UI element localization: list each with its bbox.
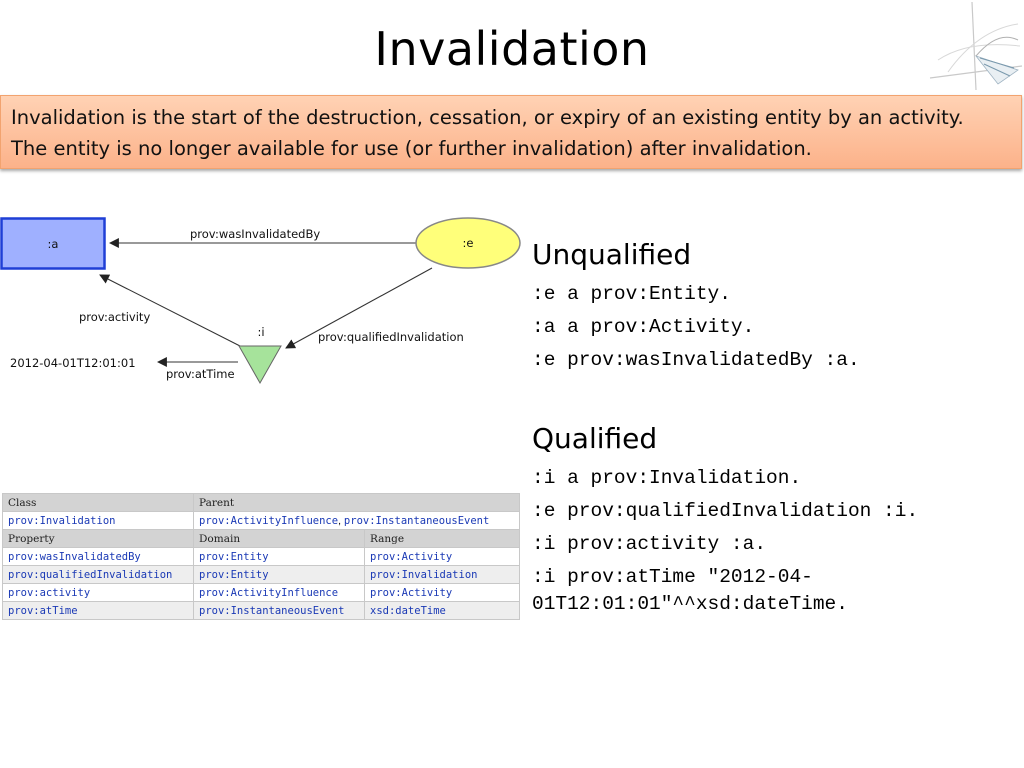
label-at-time: prov:atTime [166,367,235,381]
domain-header: Domain [193,529,365,548]
class-header-row: Class Parent [2,493,520,512]
qualified-heading: Qualified [532,422,658,455]
time-value: 2012-04-01T12:01:01 [10,356,136,370]
activity-node [0,217,106,270]
label-activity: prov:activity [79,310,150,324]
parent-cell: prov:ActivityInfluence, prov:Instantaneo… [193,511,520,530]
parent-separator: , [338,514,344,527]
range-cell[interactable]: prov:Invalidation [364,565,520,584]
class-cell[interactable]: prov:Invalidation [2,511,194,530]
table-row: prov:atTime prov:InstantaneousEvent xsd:… [2,601,520,620]
label-was-invalidated-by: prov:wasInvalidatedBy [190,227,320,241]
parent-link-1[interactable]: prov:ActivityInfluence [199,514,339,527]
domain-cell[interactable]: prov:Entity [193,565,365,584]
code-line: :i prov:activity :a. [532,533,767,555]
domain-cell[interactable]: prov:InstantaneousEvent [193,601,365,620]
entity-node [415,217,521,269]
prov-diagram: :a :e :i 2012-04-01T12:01:01 prov:wasInv… [0,217,521,385]
invalidation-node [238,345,282,385]
class-row: prov:Invalidation prov:ActivityInfluence… [2,511,520,530]
code-line: :e prov:wasInvalidatedBy :a. [532,349,860,371]
property-header: Property [2,529,194,548]
domain-cell[interactable]: prov:Entity [193,547,365,566]
code-line: :e a prov:Entity. [532,283,731,305]
slide-title: Invalidation [374,22,650,76]
definition-line-1: Invalidation is the start of the destruc… [11,106,964,129]
logo-icon [929,1,1023,91]
property-table: Class Parent prov:Invalidation prov:Acti… [2,493,520,620]
activity-node-label: :a [48,237,59,251]
invalidation-node-label: :i [257,325,264,339]
domain-cell[interactable]: prov:ActivityInfluence [193,583,365,602]
label-qualified-invalidation: prov:qualifiedInvalidation [318,330,464,344]
property-header-row: Property Domain Range [2,529,520,548]
unqualified-code: :e a prov:Entity. :a a prov:Activity. :e p… [532,281,860,374]
entity-node-label: :e [463,236,474,250]
code-line: :e prov:qualifiedInvalidation :i. [532,500,919,522]
table-row: prov:activity prov:ActivityInfluence pro… [2,583,520,602]
code-line: 01T12:01:01"^^xsd:dateTime. [532,593,848,615]
code-line: :i prov:atTime "2012-04- [532,566,813,588]
code-line: :i a prov:Invalidation. [532,467,802,489]
edge-activity [99,274,241,347]
range-cell[interactable]: xsd:dateTime [364,601,520,620]
property-cell[interactable]: prov:activity [2,583,194,602]
definition-line-2: The entity is no longer available for us… [11,137,812,160]
edge-qualified-invalidation [285,267,433,349]
unqualified-heading: Unqualified [532,238,692,271]
property-cell[interactable]: prov:qualifiedInvalidation [2,565,194,584]
range-cell[interactable]: prov:Activity [364,547,520,566]
parent-header: Parent [193,493,520,512]
property-cell[interactable]: prov:atTime [2,601,194,620]
class-header: Class [2,493,194,512]
table-row: prov:qualifiedInvalidation prov:Entity p… [2,565,520,584]
property-cell[interactable]: prov:wasInvalidatedBy [2,547,194,566]
definition-box: Invalidation is the start of the destruc… [0,95,1022,169]
parent-link-2[interactable]: prov:InstantaneousEvent [343,514,490,527]
range-header: Range [364,529,520,548]
table-row: prov:wasInvalidatedBy prov:Entity prov:A… [2,547,520,566]
code-line: :a a prov:Activity. [532,316,755,338]
range-cell[interactable]: prov:Activity [364,583,520,602]
qualified-code: :i a prov:Invalidation. :e prov:qualified… [532,465,918,618]
